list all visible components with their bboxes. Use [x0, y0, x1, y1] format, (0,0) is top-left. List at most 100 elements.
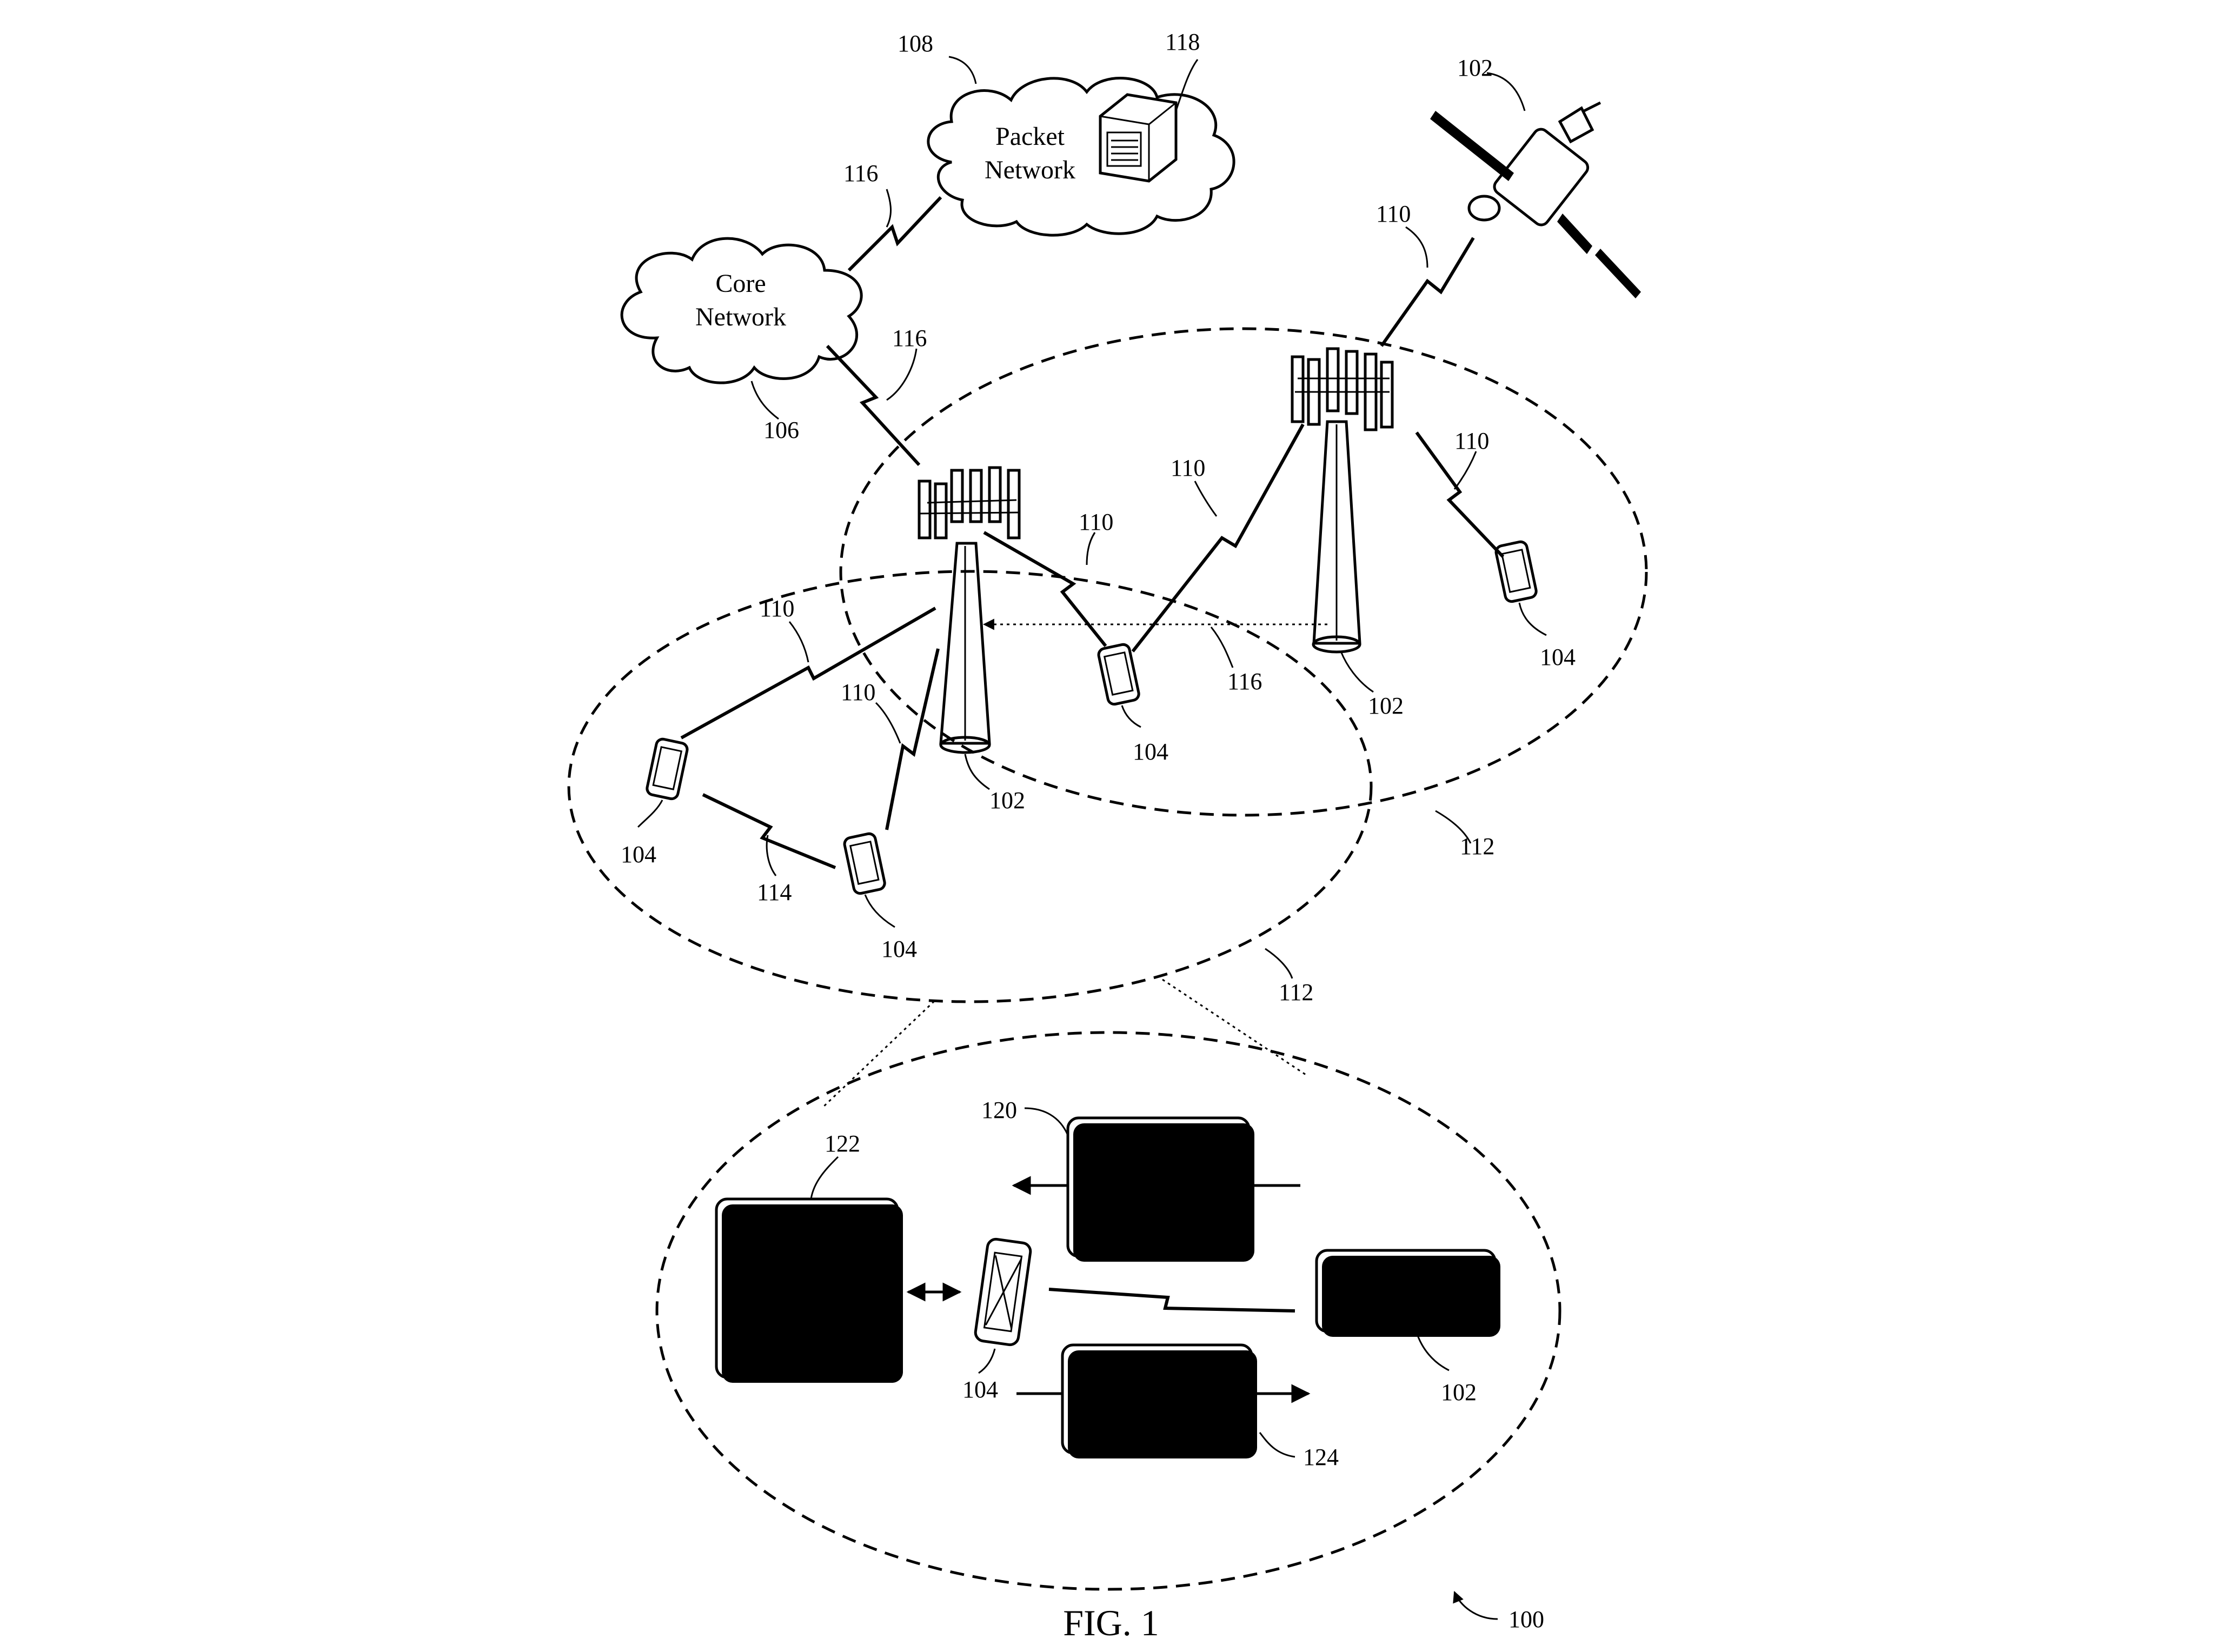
ue-device-center [1097, 643, 1140, 706]
sidelink-ref: 114 [757, 879, 792, 905]
sidelink-leader [766, 835, 777, 876]
coverage-area-left [567, 570, 1373, 1003]
satellite-icon [1430, 101, 1641, 298]
core-network-ref: 106 [763, 417, 799, 443]
ue-device-right [1494, 540, 1538, 603]
base-station-tower-left [918, 466, 1021, 754]
report-box-line-3: Report [1122, 1417, 1192, 1446]
link-leader-a [1086, 532, 1096, 565]
satellite-link [1380, 237, 1475, 347]
base-station-tower-right [1291, 347, 1394, 654]
backhaul-link-core-tower [826, 344, 921, 467]
link-left-tower-to-ue-center [983, 531, 1107, 647]
report-box-ref: 124 [1303, 1444, 1339, 1470]
backhaul-ref-top: 116 [843, 160, 878, 186]
ue-left-leader [637, 800, 663, 828]
ue-detail-leader [978, 1348, 996, 1374]
satellite-leader [1486, 72, 1526, 111]
ue-center-ref: 104 [1133, 738, 1168, 765]
config-box: Carrier Phase Positioning Reporting Conf… [1066, 1116, 1254, 1262]
ue-device-bottom [843, 832, 886, 895]
link-left-tower-to-ue-left [680, 607, 936, 740]
coverage-right-ref: 112 [1460, 833, 1494, 860]
zoom-line-left [821, 1000, 935, 1109]
tower-link-ref: 116 [1227, 668, 1262, 695]
link-right-tower-to-ue-right [1415, 431, 1505, 558]
core-network-label-1: Core [715, 269, 766, 298]
system-ref-arrow [1453, 1591, 1498, 1620]
gen-box-leader [810, 1156, 839, 1200]
entity-box-leader [1415, 1332, 1450, 1371]
packet-network-label-1: Packet [995, 122, 1065, 151]
satellite-link-ref: 110 [1376, 201, 1411, 227]
satellite-link-leader [1405, 226, 1428, 268]
packet-network-ref: 108 [898, 30, 933, 57]
entity-box-line-2: Entity [1375, 1294, 1437, 1322]
backhaul-ref-mid: 116 [892, 325, 927, 351]
gen-box-line-4: Generation [750, 1307, 863, 1335]
tower-left-leader [964, 754, 990, 790]
server-ref: 118 [1165, 29, 1200, 55]
ue-left-ref: 104 [621, 841, 656, 868]
zoom-line-right [1162, 978, 1306, 1076]
link-left-tower-to-ue-bottom [885, 648, 940, 830]
gen-box-line-2: Measurement [737, 1242, 876, 1270]
system-ref: 100 [1508, 1606, 1544, 1633]
link-leader-e [875, 702, 901, 744]
core-network-cloud: Core Network [620, 237, 863, 384]
coverage-left-leader [1265, 948, 1293, 979]
link-leader-d [788, 621, 809, 663]
report-box-leader [1259, 1432, 1295, 1458]
ue-center-leader [1121, 705, 1141, 728]
gen-box-line-3: Report [772, 1274, 841, 1302]
link-ref-d: 110 [760, 595, 794, 622]
coverage-left-ref: 112 [1279, 979, 1313, 1005]
coverage-right-leader [1435, 810, 1472, 844]
packet-network-label-2: Network [985, 156, 1075, 184]
entity-box-ref: 102 [1441, 1379, 1477, 1405]
link-leader-b [1194, 481, 1218, 517]
gen-box-line-1: Carrier Phase [738, 1209, 875, 1237]
ue-device-detail [974, 1237, 1032, 1347]
config-box-ref: 120 [981, 1097, 1017, 1123]
report-box-line-2: Measurement [1088, 1385, 1226, 1413]
link-leader-c [1453, 451, 1477, 490]
detail-area [655, 1031, 1561, 1591]
packet-network-cloud: Packet Network [927, 77, 1235, 237]
report-box-line-1: Carrier Phase [1088, 1353, 1226, 1381]
link-right-tower-to-ue-center [1131, 423, 1305, 652]
ue-bottom-leader [864, 894, 895, 928]
backhaul-link-core-packet [847, 196, 942, 272]
sidelink [702, 793, 836, 869]
config-box-leader [1024, 1107, 1069, 1136]
satellite-ref: 102 [1457, 55, 1493, 81]
config-box-line-2: Positioning [1100, 1158, 1216, 1187]
figure-caption: FIG. 1 [1063, 1602, 1159, 1643]
config-box-line-1: Carrier Phase [1089, 1126, 1227, 1154]
tower-left-ref: 102 [989, 787, 1025, 814]
backhaul-leader-top [886, 189, 892, 228]
link-ref-c: 110 [1454, 428, 1489, 454]
ue-right-ref: 104 [1540, 644, 1576, 670]
ue-device-left [646, 737, 689, 801]
config-box-line-3: Reporting [1107, 1191, 1209, 1219]
tower-link-leader [1210, 627, 1234, 668]
gen-box-line-5: System [769, 1339, 844, 1367]
link-ref-b: 110 [1171, 455, 1205, 481]
link-ref-e: 110 [841, 679, 875, 705]
ue-detail-ref: 104 [962, 1376, 998, 1403]
link-ref-a: 110 [1079, 509, 1113, 535]
tower-right-ref: 102 [1368, 692, 1404, 719]
coverage-area-right [839, 327, 1648, 817]
entity-box-line-1: Network [1361, 1262, 1451, 1290]
gen-box-ref: 122 [825, 1130, 860, 1157]
ue-bottom-ref: 104 [881, 936, 917, 962]
config-box-line-4: Configuration [1087, 1223, 1230, 1251]
report-box: Carrier Phase Measurement Report [1061, 1343, 1257, 1458]
backhaul-leader-mid [886, 348, 918, 401]
network-entity-box: Network Entity [1315, 1249, 1500, 1337]
server-leader [1175, 59, 1199, 111]
generation-box: Carrier Phase Measurement Report Generat… [715, 1197, 903, 1383]
server-icon [1099, 93, 1178, 183]
